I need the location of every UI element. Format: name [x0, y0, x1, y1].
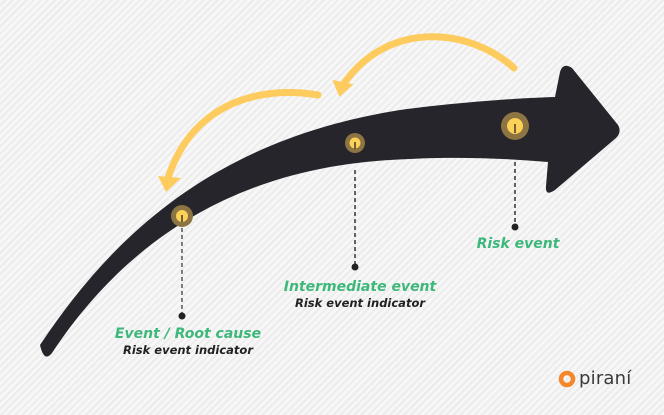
feedback-arrow-risk-to-intermediate: [332, 33, 518, 97]
label-risk-event-title: Risk event: [476, 236, 560, 252]
label-intermediate-subtitle: Risk event indicator: [294, 296, 426, 310]
feedback-arrow-intermediate-to-root: [158, 89, 322, 192]
label-risk-event: Risk event: [477, 236, 560, 253]
node-intermediate-event[interactable]: [345, 133, 365, 271]
label-intermediate-title: Intermediate event: [283, 279, 437, 295]
pirani-ring-logo-icon: [558, 370, 576, 387]
label-intermediate-event: Intermediate event Risk event indicator: [284, 279, 436, 311]
node-root-cause[interactable]: [171, 205, 193, 320]
node-risk-event[interactable]: [501, 112, 529, 231]
pirani-logo: piraní: [558, 368, 631, 389]
label-root-cause-title: Event / Root cause: [114, 326, 262, 342]
main-timeline-arrow: [40, 65, 620, 357]
label-root-cause: Event / Root cause Risk event indicator: [115, 326, 261, 358]
logo-text: piraní: [579, 368, 632, 389]
label-root-cause-subtitle: Risk event indicator: [122, 343, 254, 357]
